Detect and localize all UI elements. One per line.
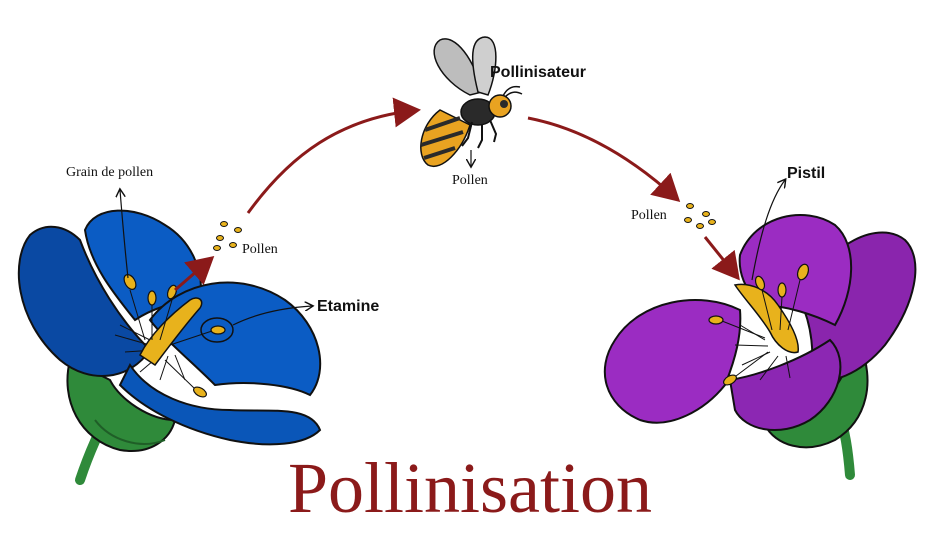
diagram-title: Pollinisation bbox=[288, 448, 652, 528]
label-pollen-right: Pollen bbox=[631, 208, 667, 223]
pollen-grains-right bbox=[684, 203, 716, 229]
label-pollinisateur: Pollinisateur bbox=[490, 64, 586, 81]
arrow-to-pollinator bbox=[246, 97, 421, 214]
label-pollen-bee: Pollen bbox=[452, 173, 488, 188]
pollen-deposit-arrow bbox=[703, 236, 740, 281]
grain-leader-line bbox=[120, 190, 129, 279]
label-etamine: Etamine bbox=[317, 298, 379, 315]
label-pollen-left: Pollen bbox=[242, 242, 278, 257]
pollen-grains-left bbox=[213, 221, 242, 251]
label-pistil: Pistil bbox=[787, 165, 825, 182]
purple-flower-icon bbox=[603, 214, 917, 480]
etamine-leader-line bbox=[232, 306, 312, 326]
arrow-to-pistil bbox=[527, 116, 681, 203]
pistil-leader-line bbox=[751, 180, 785, 281]
label-grain-de-pollen: Grain de pollen bbox=[66, 165, 153, 180]
wasp-icon bbox=[420, 36, 523, 168]
pollen-release-arrow bbox=[174, 256, 215, 292]
